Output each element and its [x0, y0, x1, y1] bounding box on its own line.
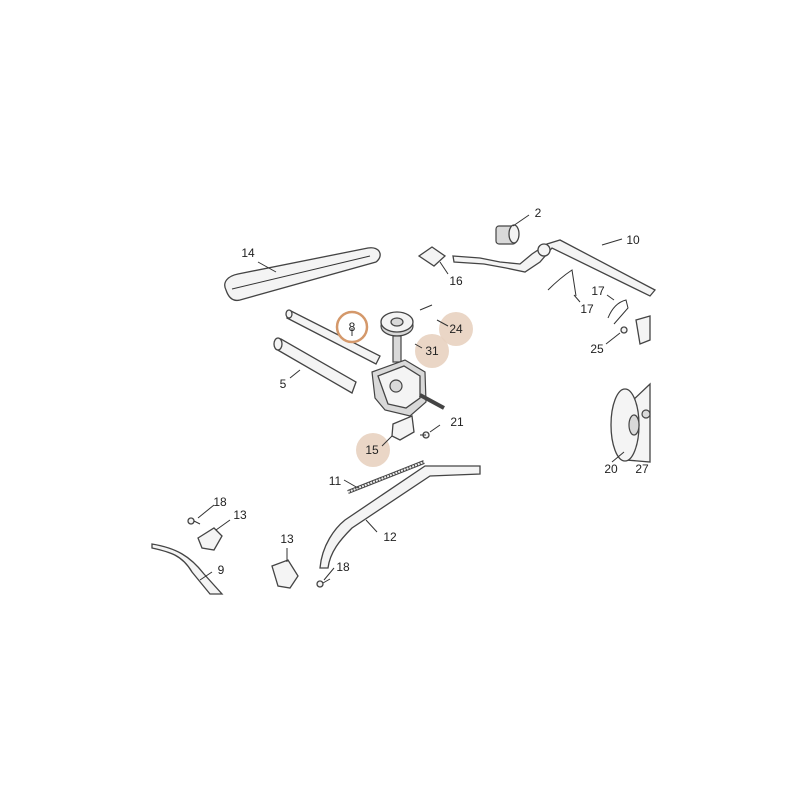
- bracket-screw[interactable]: [420, 431, 430, 439]
- callout-20[interactable]: 20: [604, 462, 618, 476]
- handle-clamp-right[interactable]: [271, 559, 299, 589]
- callout-highlight-8: [335, 310, 369, 344]
- callout-highlight-15: [356, 433, 390, 467]
- gearbox[interactable]: [371, 359, 445, 417]
- handle-clamp-left[interactable]: [197, 527, 223, 551]
- callout-10[interactable]: 10: [626, 233, 640, 247]
- axle-shaft[interactable]: [285, 309, 381, 365]
- screw-left[interactable]: [187, 517, 201, 525]
- leader-lines: [197, 214, 625, 581]
- callout-5[interactable]: 5: [280, 377, 287, 391]
- callout-highlight-31: [415, 334, 449, 368]
- grip-sleeve[interactable]: [417, 246, 447, 267]
- callout-9[interactable]: 9: [218, 563, 225, 577]
- tension-spring[interactable]: [347, 460, 425, 494]
- axle-tube[interactable]: [273, 337, 357, 394]
- drive-belt[interactable]: [224, 247, 381, 302]
- callout-21[interactable]: 21: [450, 415, 464, 429]
- callout-24[interactable]: 24: [449, 322, 463, 336]
- callout-8[interactable]: 8: [349, 320, 356, 334]
- wheel-hub-cap[interactable]: [635, 315, 651, 345]
- pulley-pin: [419, 304, 433, 311]
- callout-11[interactable]: 11: [329, 474, 342, 488]
- callout-17a[interactable]: 17: [580, 302, 594, 316]
- callout-18a[interactable]: 18: [213, 495, 227, 509]
- callout-25[interactable]: 25: [590, 342, 604, 356]
- callout-27[interactable]: 27: [635, 462, 649, 476]
- callout-13b[interactable]: 13: [280, 532, 294, 546]
- pulley[interactable]: [380, 311, 414, 337]
- callout-highlight-24: [439, 312, 473, 346]
- screw-right[interactable]: [316, 578, 331, 588]
- spring-clip-left[interactable]: [547, 269, 577, 297]
- callout-15[interactable]: 15: [365, 443, 379, 457]
- washer[interactable]: [620, 326, 628, 334]
- callout-16[interactable]: 16: [449, 274, 463, 288]
- rear-wheel[interactable]: [610, 382, 651, 463]
- callout-18b[interactable]: 18: [336, 560, 350, 574]
- drive-rod[interactable]: [319, 465, 481, 569]
- callout-labels: 14 2 10 16 17 17 8 24 31 25 5 21 15 20 2…: [213, 206, 649, 577]
- callout-13a[interactable]: 13: [233, 508, 247, 522]
- spring-clip-right[interactable]: [607, 299, 629, 325]
- callout-17b[interactable]: 17: [591, 284, 605, 298]
- handle-bar[interactable]: [151, 543, 224, 595]
- callout-12[interactable]: 12: [383, 530, 397, 544]
- drive-lever-assembly[interactable]: [452, 224, 657, 297]
- callout-31[interactable]: 31: [425, 344, 439, 358]
- gearbox-input-shaft[interactable]: [392, 335, 402, 363]
- callout-2[interactable]: 2: [535, 206, 542, 220]
- gearbox-bracket[interactable]: [391, 415, 415, 441]
- callout-14[interactable]: 14: [241, 246, 255, 260]
